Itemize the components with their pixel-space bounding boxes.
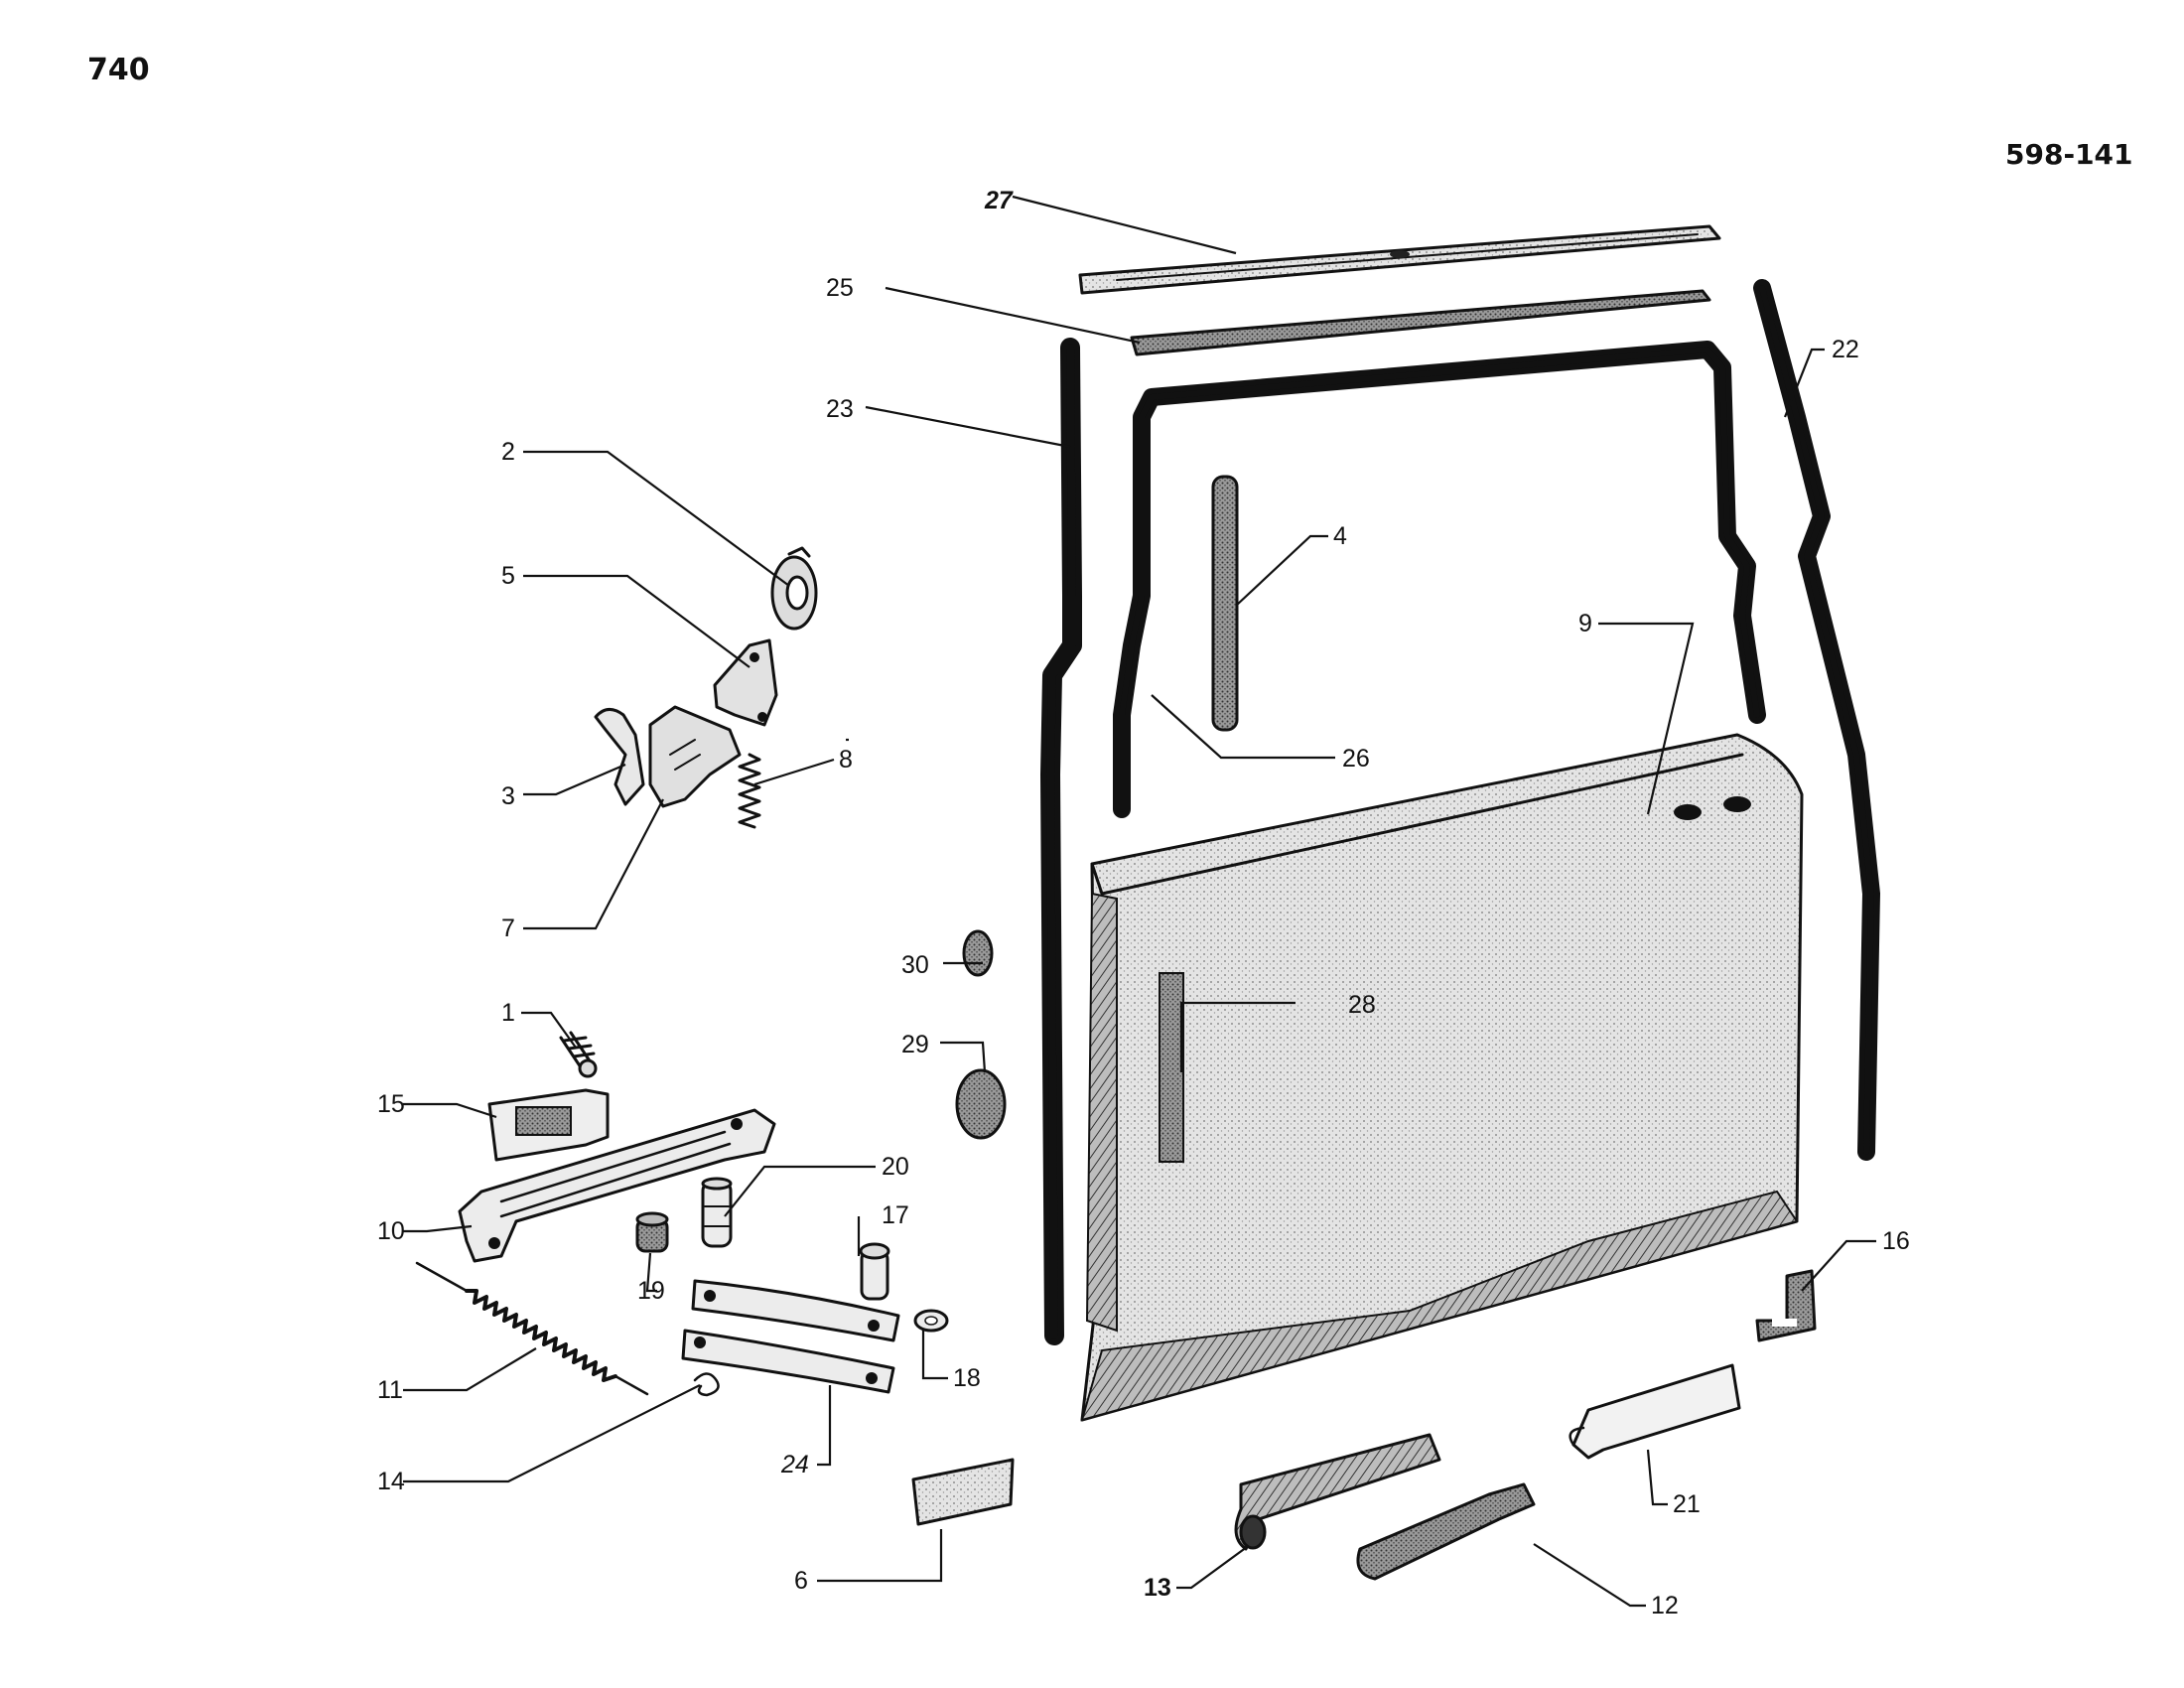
part-21-seal: [1569, 1363, 1741, 1460]
callout-24: 24: [780, 1451, 809, 1478]
callout-28: 28: [1348, 991, 1376, 1019]
callout-14: 14: [377, 1468, 405, 1495]
callout-27: 27: [984, 187, 1014, 214]
callout-7: 7: [501, 914, 515, 942]
callout-13: 13: [1144, 1574, 1171, 1602]
callout-18: 18: [953, 1364, 981, 1392]
callout-12: 12: [1651, 1592, 1679, 1619]
callout-21: 21: [1673, 1490, 1701, 1518]
part-25-upper-strip: [1130, 289, 1711, 356]
part-9-door-panel: [1080, 733, 1804, 1422]
part-1-bolt: [559, 1031, 598, 1078]
callout-25: 25: [826, 274, 854, 302]
callout-30: 30: [901, 951, 929, 979]
part-26-window-frame-seal: [1113, 341, 1766, 818]
part-2-bracket-ring: [770, 546, 818, 631]
callout-20: 20: [882, 1153, 909, 1181]
callout-2: 2: [501, 438, 515, 466]
part-6-pad: [911, 1458, 1015, 1526]
part-16-bracket: [1755, 1269, 1817, 1342]
part-15-plate: [487, 1088, 610, 1162]
callout-10: 10: [377, 1217, 405, 1245]
callout-labels: 27 25 23 22 2 5 3 7 4 8 9 26 30 29 28 1 …: [377, 187, 1910, 1619]
part-27-roof-rail: [1078, 224, 1721, 295]
part-11-spring: [415, 1261, 649, 1396]
part-22-right-channel: [1753, 279, 1880, 1161]
part-7-hinge-body: [648, 705, 742, 808]
part-13-weatherstrip: [1234, 1433, 1441, 1551]
part-30-grommet: [962, 929, 994, 977]
part-5-hinge-plate: [713, 638, 778, 727]
callout-4: 4: [1333, 522, 1347, 550]
callout-9: 9: [1578, 610, 1592, 637]
callout-16: 16: [1882, 1227, 1910, 1255]
callout-6: 6: [794, 1567, 808, 1595]
part-12-weatherstrip: [1356, 1482, 1536, 1581]
callout-15: 15: [377, 1090, 405, 1118]
page-number: 740: [87, 53, 150, 87]
part-20-bushing: [701, 1177, 733, 1248]
part-3-clip: [594, 708, 645, 806]
part-24-curved-plates: [681, 1279, 900, 1394]
part-23-left-channel: [1040, 338, 1082, 1345]
part-18-washer: [913, 1309, 949, 1333]
callout-8: 8: [839, 746, 853, 774]
callout-1: 1: [501, 999, 515, 1027]
callout-26: 26: [1342, 745, 1370, 773]
part-10-arm: [458, 1108, 776, 1263]
reference-number: 598-141: [2005, 138, 2133, 171]
part-14-clip: [693, 1372, 720, 1397]
callout-23: 23: [826, 395, 854, 423]
callout-5: 5: [501, 562, 515, 590]
part-8-spring: [738, 753, 761, 829]
callout-29: 29: [901, 1031, 929, 1058]
callout-17: 17: [882, 1201, 909, 1229]
callout-11: 11: [377, 1376, 403, 1404]
part-29-grommet: [955, 1068, 1007, 1140]
part-17-bushing: [859, 1242, 890, 1301]
part-4-rod: [1211, 475, 1239, 732]
callout-19: 19: [637, 1277, 665, 1305]
callout-3: 3: [501, 782, 515, 810]
leader-lines: [403, 195, 1876, 1608]
callout-22: 22: [1832, 336, 1859, 363]
part-19-knob: [635, 1211, 669, 1253]
